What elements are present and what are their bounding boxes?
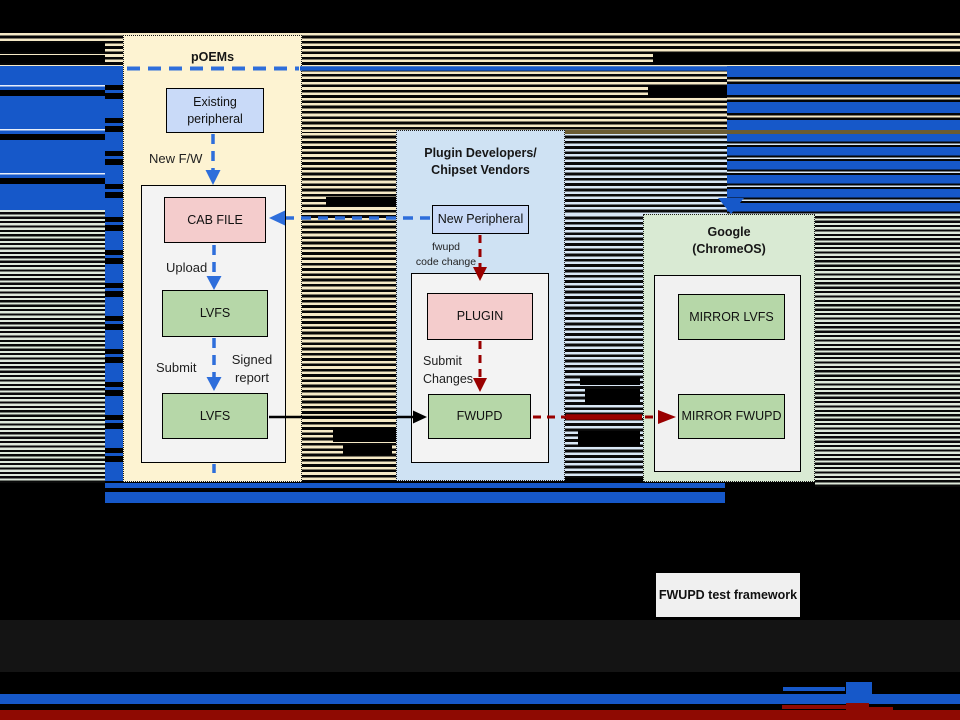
mirror-lvfs-node: MIRROR LVFS: [678, 294, 785, 340]
lvfs-upper-node: LVFS: [162, 290, 268, 337]
glitch-paleblue-band: [565, 133, 727, 214]
mirror-fwupd-node: MIRROR FWUPD: [678, 394, 785, 439]
existing-peripheral-label-line2: peripheral: [187, 111, 243, 126]
fwupd-test-framework-box: FWUPD test framework: [656, 573, 800, 617]
glitch-palegreen-right: [815, 214, 960, 487]
glitch-stripes-between-panels: [302, 133, 396, 481]
edge-label-upload: Upload: [166, 260, 208, 275]
redaction-blob: [333, 428, 396, 442]
fwupd-node: FWUPD: [428, 394, 531, 439]
glitch-blue-stripes-right-upper: [727, 66, 960, 133]
edge-label-code-change-line2: code change: [415, 255, 477, 268]
glitch-dark-band: [0, 620, 960, 672]
edge-label-new-fw: New F/W: [149, 151, 203, 166]
existing-peripheral-node: Existing peripheral: [166, 88, 264, 133]
panel-google-title-line2: (ChromeOS): [692, 241, 766, 256]
glitch-blue-bar-thick: [105, 492, 725, 503]
glitch-red-bar-bottom: [0, 710, 960, 720]
panel-poems-title: pOEMs: [190, 50, 235, 64]
glitch-left-top-strip: [0, 33, 105, 66]
glitch-left-blue-region: [0, 66, 105, 210]
edge-label-signed-report: Signed report: [220, 351, 284, 387]
plugin-node: PLUGIN: [427, 293, 533, 340]
existing-peripheral-label-line1: Existing: [193, 95, 237, 110]
panel-plugin-title-line1: Plugin Developers/: [424, 146, 537, 160]
redaction-blob: [585, 389, 640, 405]
panel-google-title-line1: Google: [707, 225, 751, 239]
cab-file-node: CAB FILE: [164, 197, 266, 243]
new-peripheral-node: New Peripheral: [432, 205, 529, 234]
glitch-blue-column: [105, 66, 123, 483]
edge-label-submit-changes-line2: Changes: [423, 371, 474, 386]
glitch-left-palegreen: [0, 210, 105, 483]
glitch-red-nub: [869, 707, 893, 712]
edge-label-submit-changes: Submit Changes: [423, 353, 473, 388]
glitch-blue-bar-thin: [105, 483, 725, 488]
glitch-brown-line: [565, 130, 960, 134]
edge-label-submit: Submit: [156, 360, 197, 375]
panel-google-title: Google (ChromeOS): [644, 224, 814, 258]
lvfs-lower-node: LVFS: [162, 393, 268, 439]
redaction-blob: [578, 431, 640, 446]
redaction-blob: [580, 377, 640, 385]
glitch-blue-stripes-right-lower: [727, 133, 960, 214]
redaction-blob: [653, 53, 960, 64]
glitch-red-segment: [782, 705, 846, 709]
redaction-blob: [648, 86, 727, 97]
redaction-blob: [343, 445, 392, 455]
glitch-stripes-mid: [302, 66, 727, 133]
panel-plugin-title-line2: Chipset Vendors: [431, 162, 530, 177]
glitch-blue-bar-bottom: [0, 694, 960, 704]
edge-label-submit-changes-line1: Submit: [423, 354, 462, 368]
redaction-blob: [326, 197, 396, 206]
edge-label-signed-line1: Signed: [231, 352, 273, 367]
edge-label-code-change-line1: fwupd: [431, 241, 461, 253]
glitch-blue-segment: [783, 687, 845, 691]
panel-plugin-title: Plugin Developers/ Chipset Vendors: [397, 145, 564, 179]
edge-label-fwupd-code-change: fwupd code change: [410, 240, 482, 269]
edge-label-signed-line2: report: [235, 370, 269, 386]
